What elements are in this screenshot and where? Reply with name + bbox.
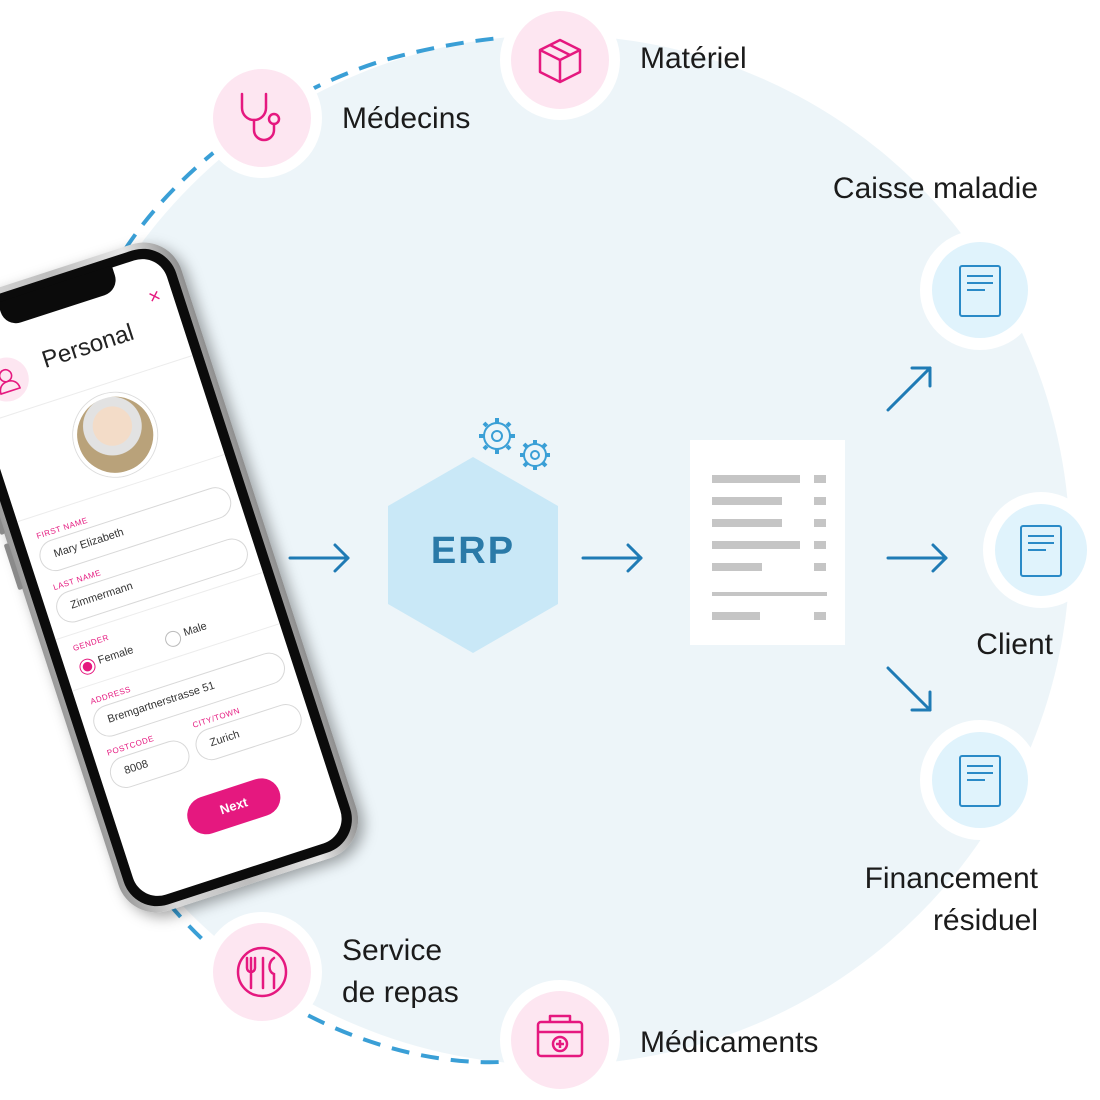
gender-female-radio[interactable] (77, 656, 98, 677)
financement-node (920, 720, 1040, 840)
financement-label-line2: résiduel (932, 904, 1038, 937)
doc-line (814, 497, 826, 505)
doc-line (712, 519, 782, 527)
client-label: Client (976, 628, 1053, 661)
person-icon (0, 351, 35, 408)
smartphone: Personal × FIRST NAME Mary Elizabeth LAS… (0, 232, 369, 923)
medicaments-node (500, 980, 620, 1100)
service-repas-label-line1: Service (342, 934, 443, 967)
medical-kit-icon (536, 1014, 584, 1058)
materiel-node (500, 0, 620, 120)
caisse-maladie-label: Caisse maladie (832, 172, 1038, 205)
arrow-erp-to-document (581, 543, 643, 573)
gender-label: GENDER (71, 632, 111, 653)
stethoscope-icon (240, 92, 281, 142)
arrow-to-caisse (886, 366, 932, 412)
financement-label-line1: Financement (864, 862, 1038, 895)
doc-line (712, 497, 782, 505)
city-field[interactable]: Zurich (191, 699, 306, 765)
document-icon (959, 755, 1001, 807)
arrow-to-client (886, 543, 948, 573)
caisse-maladie-node (920, 230, 1040, 350)
document-icon (1020, 525, 1062, 577)
gender-male-label: Male (182, 620, 209, 639)
doc-line (712, 612, 760, 620)
invoice-document (690, 440, 845, 645)
document-icon (959, 265, 1001, 317)
cutlery-icon (236, 946, 288, 998)
doc-line (712, 475, 800, 483)
materiel-label: Matériel (640, 42, 747, 75)
service-repas-label-line2: de repas (342, 976, 459, 1009)
city-value: Zurich (208, 728, 242, 750)
gender-female-label: Female (96, 644, 136, 667)
last-name-value: Zimmermann (69, 580, 135, 612)
phone-screen: Personal × FIRST NAME Mary Elizabeth LAS… (0, 252, 349, 903)
medicaments-label: Médicaments (640, 1026, 819, 1059)
bottom-dashed-arc (148, 878, 501, 1065)
arrow-phone-to-erp (288, 543, 350, 573)
doc-line (814, 563, 826, 571)
arrow-to-financement (886, 666, 932, 712)
service-repas-node (202, 912, 322, 1032)
client-node (983, 492, 1099, 608)
box-icon (538, 38, 582, 84)
doc-line (814, 541, 826, 549)
gender-male-radio[interactable] (163, 628, 184, 649)
top-dashed-arc (108, 36, 501, 276)
doc-line (814, 475, 826, 483)
erp-label: ERP (430, 530, 516, 572)
screen-title: Personal (38, 318, 138, 374)
doc-divider (712, 592, 827, 596)
next-button[interactable]: Next (182, 773, 286, 840)
doc-line (814, 612, 826, 620)
postcode-value: 8008 (122, 758, 150, 778)
close-icon[interactable]: × (145, 284, 164, 310)
profile-photo (62, 381, 169, 488)
doc-line (712, 563, 762, 571)
doc-line (814, 519, 826, 527)
doc-line (712, 541, 800, 549)
medecins-label: Médecins (342, 102, 471, 135)
medecins-node (202, 58, 322, 178)
